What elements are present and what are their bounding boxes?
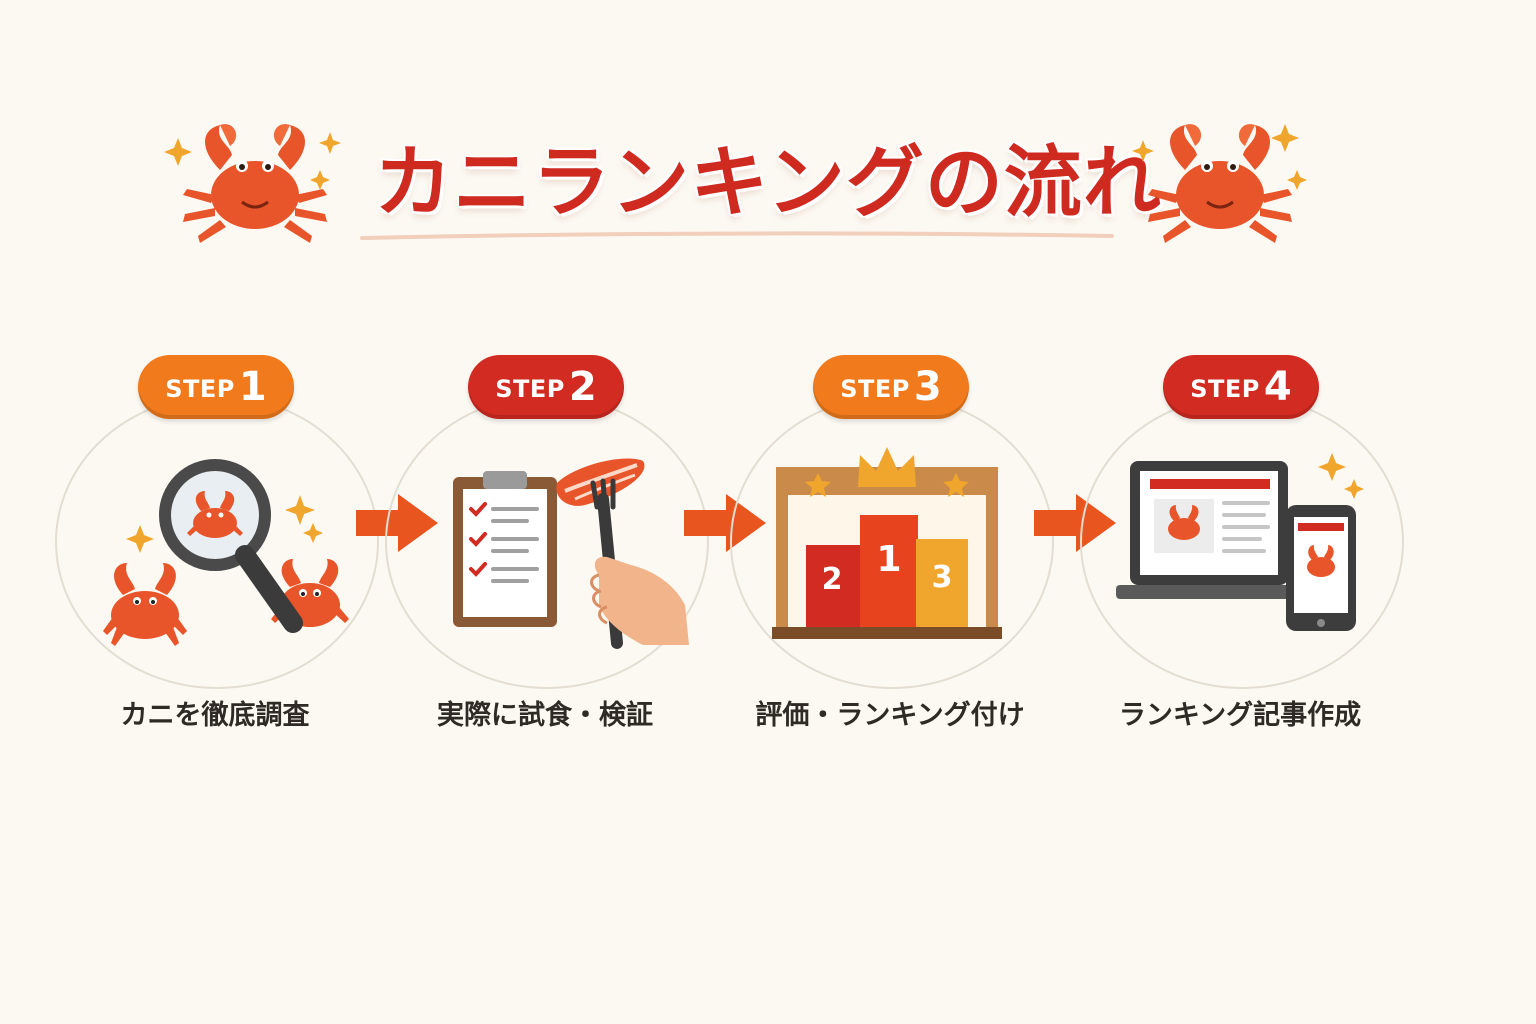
step-label: ランキング記事作成 (1118, 700, 1362, 731)
title-underline (360, 231, 1114, 240)
podium-crown-icon: 1 2 3 (772, 447, 1002, 639)
crab-icon-right (1132, 124, 1307, 243)
step-badge: STEP 3 (813, 355, 969, 419)
step-badge: STEP 2 (468, 355, 624, 419)
step-label: 評価・ランキング付け (755, 700, 1025, 731)
step-label: カニを徹底調査 (120, 700, 310, 731)
clipboard-tasting-icon (453, 458, 689, 649)
step-badge-number: 4 (1263, 364, 1292, 410)
step-badge-number: 2 (568, 364, 597, 410)
step-4: STEP 4 ランキング記事作成 (1080, 355, 1410, 775)
step-badge-word: STEP (840, 375, 910, 403)
laptop-phone-article-icon (1116, 453, 1364, 631)
magnifier-crab-icon (103, 459, 349, 646)
step-badge: STEP 4 (1163, 355, 1319, 419)
step-badge-number: 1 (238, 364, 267, 410)
podium-second-label: 2 (822, 562, 843, 597)
crab-icon-left (164, 124, 341, 243)
step-badge: STEP 1 (138, 355, 294, 419)
podium-third-label: 3 (932, 560, 953, 595)
podium-first-label: 1 (876, 539, 901, 580)
step-badge-word: STEP (1190, 375, 1260, 403)
step-badge-word: STEP (495, 375, 565, 403)
step-label: 実際に試食・検証 (437, 700, 653, 731)
step-badge-number: 3 (913, 364, 942, 410)
title-area: カニランキングの流れ (0, 100, 1536, 250)
step-badge-word: STEP (165, 375, 235, 403)
page-title: カニランキングの流れ (374, 138, 1162, 228)
step-3: STEP 3 1 2 3 評価・ランキング付け (730, 355, 1060, 775)
step-2: STEP 2 実際に試食・検証 (385, 355, 715, 775)
step-1: STEP 1 (55, 355, 385, 775)
